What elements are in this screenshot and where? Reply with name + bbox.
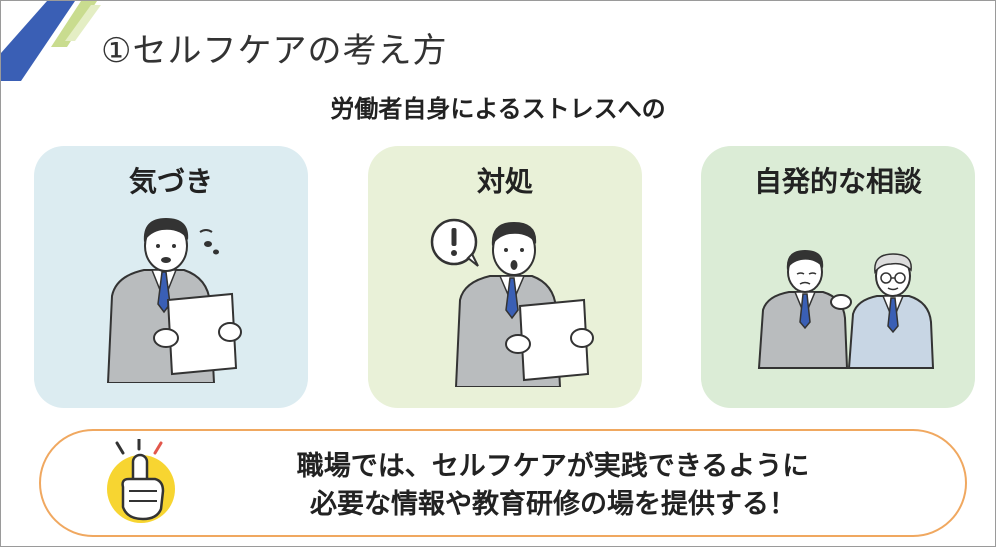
message-line: 職場では、セルフケアが実践できるように xyxy=(296,451,810,482)
card-label: 対処 xyxy=(476,165,533,198)
message-line: 必要な情報や教育研修の場を提供する！ xyxy=(310,489,796,520)
surprised-businessman-exclamation-icon xyxy=(430,218,594,387)
message-text: 職場では、セルフケアが実践できるように 必要な情報や教育研修の場を提供する！ xyxy=(181,448,925,524)
worried-businessman-reading-document-icon xyxy=(106,218,242,383)
card-label: 気づき xyxy=(128,165,213,198)
card-coping: 対処 xyxy=(368,146,642,408)
subtitle: 労働者自身によるストレスへの xyxy=(330,95,666,123)
card-label: 自発的な相談 xyxy=(753,165,922,198)
card-awareness: 気づき xyxy=(34,146,308,408)
message-box: 職場では、セルフケアが実践できるように 必要な情報や教育研修の場を提供する！ xyxy=(39,429,967,537)
page-title: ①セルフケアの考え方 xyxy=(101,31,448,71)
pointing-finger-hand-icon xyxy=(107,439,175,523)
colleague-consoling-coworker-icon xyxy=(757,250,935,369)
card-consultation: 自発的な相談 xyxy=(701,146,975,408)
diagonal-stripes-decoration xyxy=(1,1,101,81)
